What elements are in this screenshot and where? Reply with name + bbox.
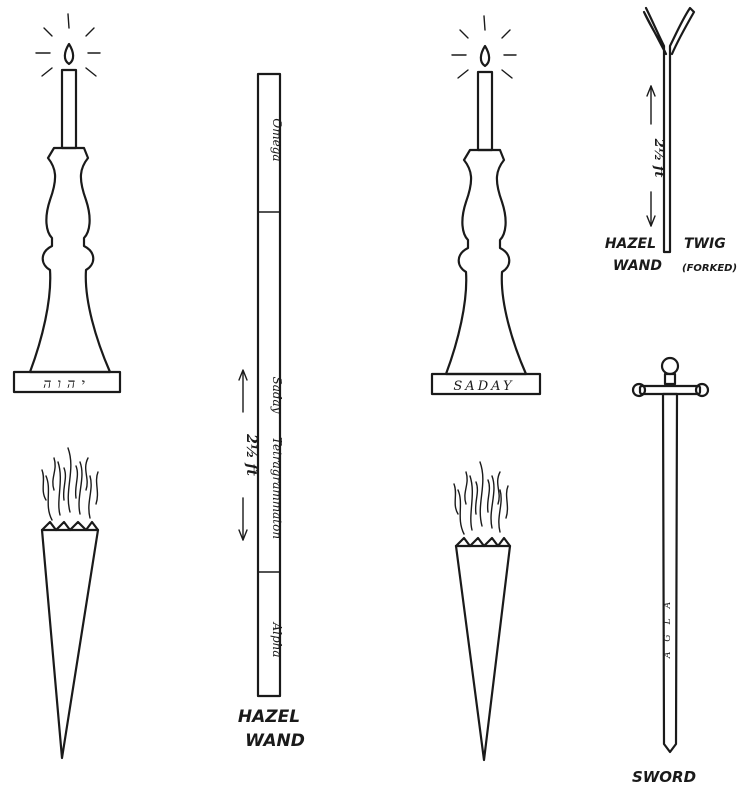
- forked-caption-left-line2: WAND: [613, 258, 662, 274]
- wand-segment-alpha: Alpha: [270, 621, 284, 657]
- wand-length-indicator: 2½ ft: [239, 370, 259, 540]
- sword-blade-text: AGLA: [663, 592, 673, 659]
- hazel-wand-straight: Omega Saday Tetragrammaton Alpha 2½ ft H…: [238, 74, 305, 751]
- candle-stick: [62, 70, 76, 148]
- torch-cone: [42, 530, 98, 758]
- candle-holder-body: [446, 150, 526, 374]
- sword-pommel: [662, 358, 678, 374]
- wand-caption-line1: HAZEL: [238, 707, 300, 727]
- candle-flame: [65, 44, 73, 64]
- wand-caption-line2: WAND: [245, 731, 305, 751]
- candle-plaque-text: SADAY: [453, 379, 514, 394]
- sword-grip: [665, 374, 675, 384]
- candle-holder-body: [30, 148, 110, 372]
- candle-plaque-text: יהוה: [43, 376, 91, 392]
- candlestick-left: יהוה: [14, 14, 120, 392]
- candle-flame: [481, 46, 489, 66]
- torch-right: [454, 462, 510, 760]
- torch-cone: [456, 546, 510, 760]
- torch-rim: [456, 538, 510, 546]
- torch-left: [42, 448, 98, 758]
- torch-flames: [454, 462, 508, 534]
- sword-crossguard: [640, 386, 700, 394]
- sword: AGLA SWORD: [632, 358, 708, 786]
- wand-segment-saday: Saday: [270, 377, 284, 414]
- forked-caption-left-line1: HAZEL: [605, 236, 656, 252]
- torch-rim: [42, 522, 98, 530]
- wand-segment-omega: Omega: [270, 118, 284, 161]
- candle-stick: [478, 72, 492, 150]
- candlestick-right: SADAY: [432, 16, 540, 394]
- forked-caption-right-line1: TWIG: [684, 236, 726, 252]
- torch-flames: [42, 448, 98, 520]
- sword-caption: SWORD: [632, 768, 696, 786]
- wand-length-label: 2½ ft: [243, 433, 259, 476]
- forked-caption-right-line2: (FORKED): [682, 263, 737, 274]
- forked-length-label: 2½ ft: [651, 138, 666, 178]
- wand-segment-tetragrammaton: Tetragrammaton: [270, 437, 284, 539]
- sword-blade: [663, 394, 677, 752]
- hazel-wand-forked: 2½ ft HAZEL WAND TWIG (FORKED): [605, 8, 737, 274]
- sword-guard-end-right: [696, 384, 708, 396]
